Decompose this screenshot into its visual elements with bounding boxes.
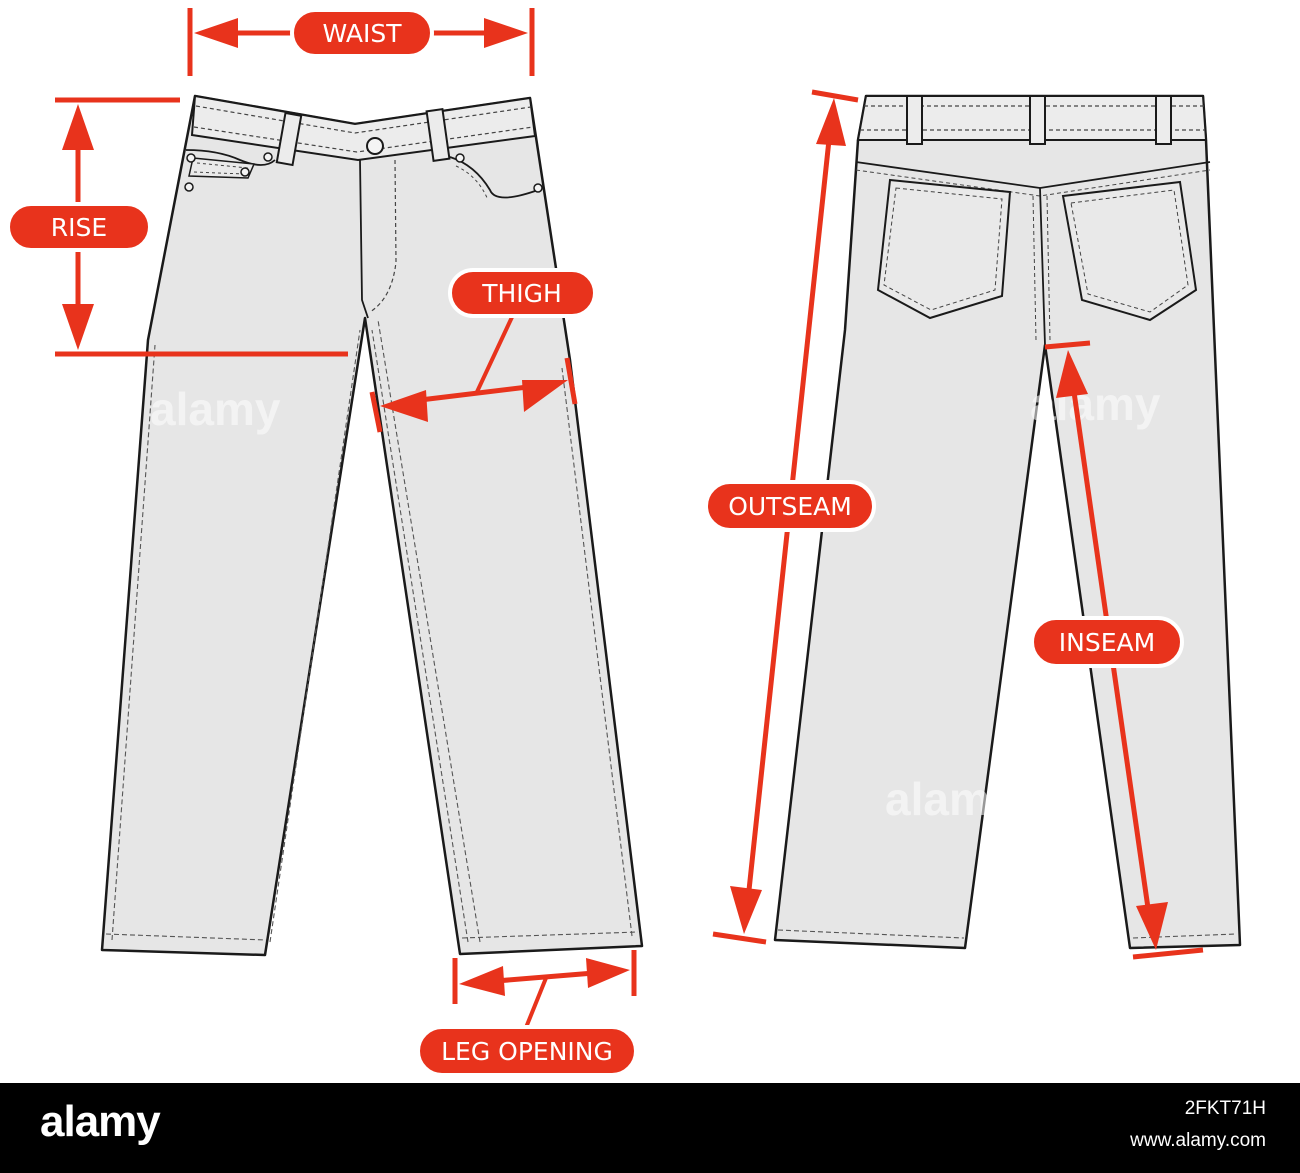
front-pocket-left: [185, 149, 276, 166]
jeans-measurement-diagram: alamy alamy alamy WAIST RISE: [6, 8, 1242, 1077]
outseam-label: OUTSEAM: [728, 492, 852, 521]
front-pocket-right: [449, 156, 539, 199]
watermark-2: alamy: [1030, 378, 1161, 430]
waist-label: WAIST: [323, 19, 403, 48]
footer-image-id: 2FKT71H: [1184, 1098, 1266, 1119]
front-belt-loop-left: [275, 111, 303, 167]
leg-opening-label: LEG OPENING: [441, 1037, 613, 1066]
back-belt-loop-left: [906, 95, 923, 145]
watermarks: alamy alamy alamy: [150, 378, 1161, 825]
watermark-1: alamy: [150, 383, 281, 435]
thigh-measure: THIGH: [369, 268, 597, 433]
back-belt-loop-center: [1029, 95, 1046, 145]
thigh-label: THIGH: [481, 279, 562, 308]
back-pocket-right: [1061, 180, 1198, 322]
back-belt-loop-right: [1155, 95, 1172, 145]
rise-measure: RISE: [6, 97, 348, 357]
footer-site-url: www.alamy.com: [1130, 1130, 1266, 1151]
front-jeans: [100, 94, 644, 957]
leg-opening-measure: LEG OPENING: [416, 950, 638, 1077]
waist-measure: WAIST: [187, 8, 535, 76]
front-waistband: [190, 94, 537, 162]
inseam-measure: INSEAM: [1030, 340, 1204, 960]
inseam-label: INSEAM: [1059, 628, 1155, 657]
footer-logo: alamy: [40, 1097, 161, 1146]
front-button: [366, 137, 384, 155]
outseam-measure: OUTSEAM: [704, 89, 876, 945]
footer-image-info: 2FKT71H www.alamy.com: [1130, 1093, 1266, 1157]
front-rivets: [184, 152, 543, 193]
rise-label: RISE: [51, 213, 107, 242]
watermark-3: alamy: [885, 773, 1016, 825]
front-jeans-body: [100, 94, 644, 957]
stock-footer-bar: alamy 2FKT71H www.alamy.com: [0, 1083, 1300, 1173]
back-pocket-left: [876, 178, 1012, 320]
front-belt-loop-right: [425, 108, 451, 162]
